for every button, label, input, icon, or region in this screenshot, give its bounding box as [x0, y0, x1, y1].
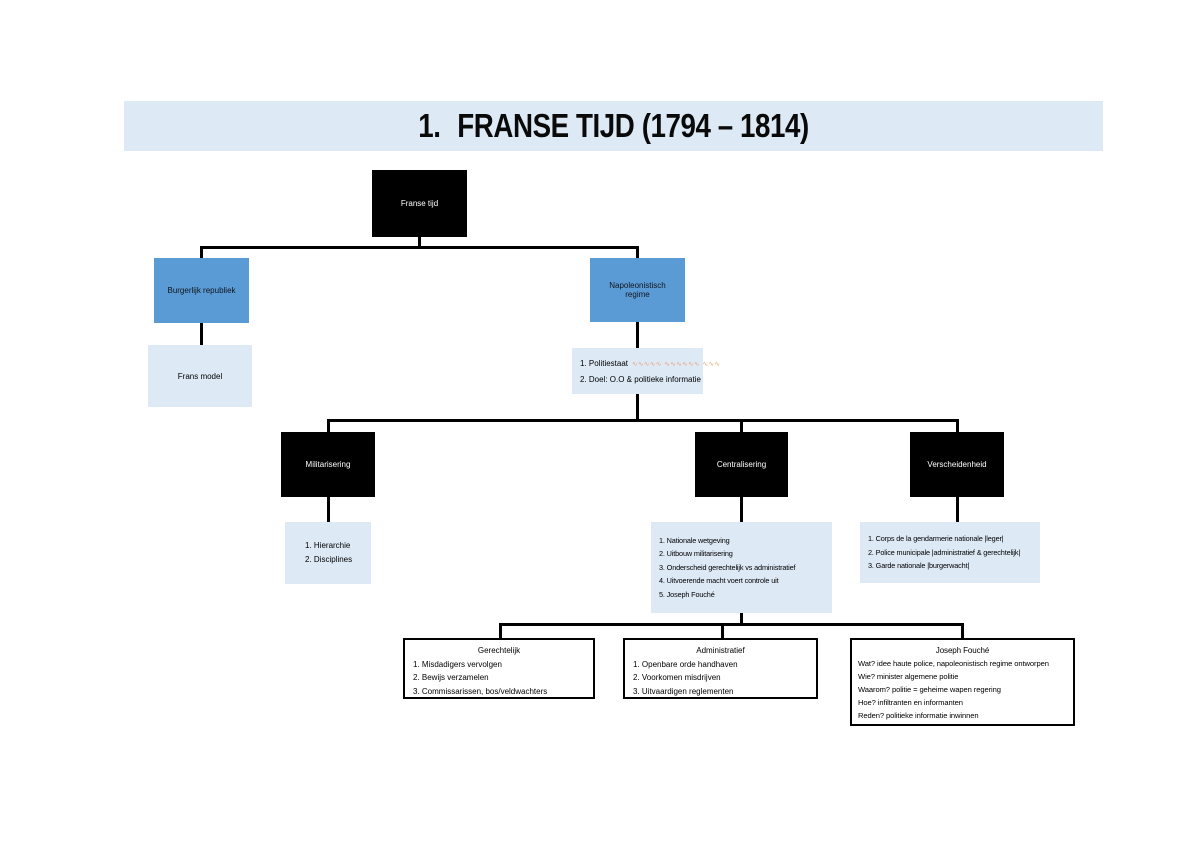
politiestaat-line-1-text: 1. Politiestaat	[580, 358, 629, 368]
node-napoleonistisch-regime: Napoleonistisch regime	[590, 258, 685, 322]
node-franse-tijd: Franse tijd	[372, 170, 467, 237]
connector	[200, 246, 203, 259]
node-verscheidenheid-label: Verscheidenheid	[927, 460, 987, 469]
list-item: Waarom? politie = geheime wapen regering	[858, 685, 1001, 694]
list-item: 5. Joseph Fouché	[659, 589, 715, 599]
list-item: 2. Disciplines	[305, 555, 353, 564]
list-item: Wie? minister algemene politie	[858, 672, 959, 681]
list-item: 1. Corps de la gendarmerie nationale |le…	[868, 534, 1004, 544]
title-text: FRANSE TIJD (1794 – 1814)	[457, 107, 809, 144]
joseph-fouche-box: Joseph Fouché Wat? idee haute police, na…	[850, 638, 1075, 726]
connector	[740, 613, 743, 625]
node-militarisering: Militarisering	[281, 432, 375, 497]
connector	[636, 246, 639, 259]
list-item: Wat? idee haute police, napoleonistisch …	[858, 659, 1049, 668]
node-verscheidenheid: Verscheidenheid	[910, 432, 1004, 497]
node-centralisering: Centralisering	[695, 432, 788, 497]
politiestaat-line-2: 2. Doel: O.O & politieke informatie	[580, 374, 701, 384]
connector	[956, 419, 959, 433]
node-frans-model-label: Frans model	[177, 371, 223, 381]
militarisering-list: 1. Hierarchie 2. Disciplines	[285, 522, 371, 584]
connector	[636, 322, 639, 349]
node-napoleonistisch-regime-label: Napoleonistisch regime	[609, 281, 666, 299]
connector	[721, 623, 724, 639]
connector	[200, 323, 203, 346]
list-item: 4. Uitvoerende macht voert controle uit	[659, 576, 779, 586]
list-item: 2. Police municipale |administratief & g…	[868, 547, 1021, 557]
list-item: 2. Uitbouw militarisering	[659, 549, 733, 559]
list-item: 1. Openbare orde handhaven	[633, 659, 738, 669]
list-item: 2. Voorkomen misdrijven	[633, 673, 721, 682]
gerechtelijk-box: Gerechtelijk 1. Misdadigers vervolgen 2.…	[403, 638, 595, 699]
connector	[499, 623, 502, 639]
node-burgerlijk-republiek-label: Burgerlijk republiek	[167, 286, 236, 295]
connector	[418, 237, 421, 248]
node-burgerlijk-republiek: Burgerlijk republiek	[154, 258, 249, 323]
joseph-fouche-title: Joseph Fouché	[935, 646, 990, 655]
politiestaat-line-1: 1. Politiestaat ∿∿∿∿∿ ∿∿∿∿∿∿ ∿∿∿	[580, 356, 720, 372]
node-franse-tijd-label: Franse tijd	[400, 199, 439, 208]
list-item: 1. Nationale wetgeving	[659, 535, 730, 545]
connector	[740, 419, 743, 433]
handwritten-annotation: ∿∿∿∿∿ ∿∿∿∿∿∿ ∿∿∿	[632, 359, 721, 368]
node-centralisering-label: Centralisering	[716, 460, 767, 469]
node-militarisering-label: Militarisering	[305, 460, 351, 469]
title-banner: 1. FRANSE TIJD (1794 – 1814)	[124, 101, 1103, 151]
administratief-box: Administratief 1. Openbare orde handhave…	[623, 638, 818, 699]
gerechtelijk-title: Gerechtelijk	[477, 646, 521, 655]
node-frans-model: Frans model	[148, 345, 252, 407]
connector	[327, 497, 330, 523]
list-item: 2. Bewijs verzamelen	[413, 673, 489, 682]
title-number: 1.	[418, 107, 441, 144]
administratief-title: Administratief	[696, 646, 745, 655]
list-item: Reden? politieke informatie inwinnen	[858, 711, 979, 720]
list-item: Hoe? infiltranten en informanten	[858, 698, 963, 707]
list-item: 1. Misdadigers vervolgen	[413, 659, 502, 669]
connector	[499, 623, 963, 626]
list-item: 3. Commissarissen, bos/veldwachters	[413, 686, 548, 696]
connector	[956, 497, 959, 523]
list-item: 3. Uitvaardigen reglementen	[633, 686, 734, 696]
list-item: 3. Onderscheid gerechtelijk vs administr…	[659, 562, 796, 572]
connector	[740, 497, 743, 523]
connector	[636, 394, 639, 421]
connector	[327, 419, 958, 422]
page-title: 1. FRANSE TIJD (1794 – 1814)	[418, 107, 809, 145]
connector	[327, 419, 330, 433]
node-politiestaat: 1. Politiestaat ∿∿∿∿∿ ∿∿∿∿∿∿ ∿∿∿ 2. Doel…	[572, 348, 720, 394]
connector	[200, 246, 638, 249]
connector	[961, 623, 964, 639]
list-item: 1. Hierarchie	[305, 541, 351, 550]
list-item: 3. Garde nationale |burgerwacht|	[868, 561, 970, 571]
centralisering-list: 1. Nationale wetgeving 2. Uitbouw milita…	[651, 522, 832, 613]
verscheidenheid-list: 1. Corps de la gendarmerie nationale |le…	[860, 522, 1040, 583]
